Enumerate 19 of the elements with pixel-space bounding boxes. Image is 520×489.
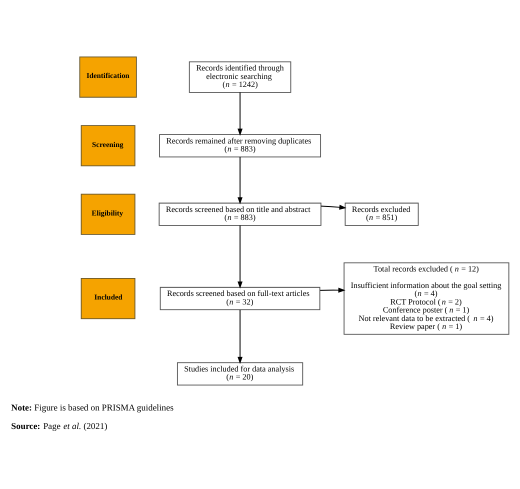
node-box: Eligibility: [80, 194, 136, 235]
node-box: Screening: [80, 125, 136, 166]
arrow: [238, 156, 243, 204]
node-box: Records screened based on title and abstract (n = 883): [158, 202, 322, 226]
label: Source: Page et al. (2021): [11, 421, 108, 432]
arrow: [238, 309, 243, 364]
node-box: Records excluded (n = 851): [344, 202, 419, 226]
arrow: [238, 92, 243, 136]
node-box: Identification: [79, 56, 137, 98]
node-box: Records screened based on full-text articles (n = 32): [160, 286, 320, 310]
node-box: Records remained after removing duplicates (n = 883): [159, 134, 322, 158]
node-box: Total records excluded (n = 12) Insufficient information about the goal setting (n = 4) RCT Protocol (n = 2) Conference poster (n = 1) Not relevant data to be extracted (n = 4) Review paper (n = 1): [344, 262, 510, 335]
arrow: [238, 225, 243, 289]
label: Note: Figure is based on PRISMA guidelines: [11, 402, 174, 412]
node-box: Studies included for data analysis (n = 20): [176, 362, 304, 386]
arrow: [320, 204, 346, 210]
node-box: Records identified through electronic searching (n = 1242): [188, 61, 292, 93]
arrow: [320, 288, 346, 293]
node-box: Included: [80, 278, 136, 320]
